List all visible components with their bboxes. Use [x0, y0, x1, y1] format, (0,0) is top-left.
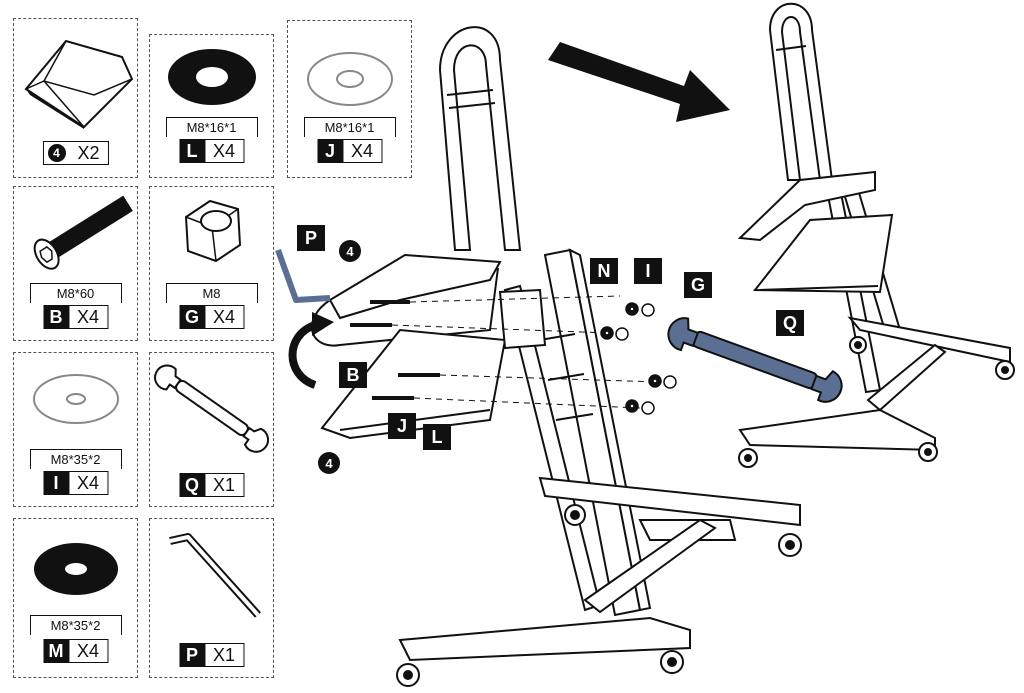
letter-G: G: [178, 305, 205, 329]
direction-arrow-icon: [548, 42, 730, 122]
letter-Q: Q: [178, 473, 205, 497]
letter-I: I: [42, 471, 69, 495]
qty-B: X4: [68, 305, 109, 329]
rotation-arrow-icon: [288, 321, 317, 389]
washer-large-icon: [33, 374, 119, 424]
letter-P: P: [178, 643, 205, 667]
letter-L: L: [178, 139, 205, 163]
callout-G: G: [684, 272, 712, 298]
qty-P: X1: [204, 643, 245, 667]
callout-Q: Q: [776, 310, 804, 336]
Q-label: Q X1: [178, 473, 245, 497]
part-box-shelf: 4 X2: [13, 18, 138, 178]
part-box-P: P X1: [149, 518, 274, 678]
qty-J: X4: [342, 139, 383, 163]
assembled-stand: [737, 2, 1011, 452]
wrench-highlight-icon: [667, 317, 843, 403]
callout-B: B: [339, 362, 367, 388]
part-box-Q: Q X1: [149, 352, 274, 507]
M-label: M X4: [42, 639, 109, 663]
callout-P: P: [297, 225, 325, 251]
hardware-washers: [600, 302, 677, 415]
spec-I: M8*35*2: [29, 449, 122, 469]
circled-number: 4: [47, 144, 66, 162]
callout-I: I: [634, 258, 662, 284]
letter-B: B: [42, 305, 69, 329]
callout-J: J: [388, 413, 416, 439]
washer-flat-icon: [307, 52, 393, 106]
part-box-J: M8*16*1 J X4: [287, 20, 412, 178]
callout-circled-4-top: 4: [339, 240, 361, 262]
spec-L: M8*16*1: [165, 117, 258, 137]
bolts: [350, 300, 440, 400]
shelf-qty: X2: [69, 141, 109, 165]
washer-black-icon: [168, 49, 256, 105]
callout-circled-4-bottom: 4: [318, 452, 340, 474]
B-label: B X4: [42, 305, 109, 329]
J-label: J X4: [316, 139, 383, 163]
main-stand: [398, 26, 801, 662]
letter-M: M: [42, 639, 69, 663]
qty-G: X4: [204, 305, 245, 329]
callout-L: L: [423, 424, 451, 450]
G-label: G X4: [178, 305, 245, 329]
spec-M: M8*35*2: [29, 615, 122, 635]
part-box-I: M8*35*2 I X4: [13, 352, 138, 507]
bolt-icon: [33, 195, 133, 270]
allen-key-icon: [275, 248, 331, 303]
exploded-shelves: [310, 253, 547, 440]
shelf-label: 4 X2: [42, 141, 109, 165]
shelf-part-icon: [24, 39, 134, 129]
part-box-B: M8*60 B X4: [13, 186, 138, 341]
nut-icon: [184, 199, 242, 263]
guide-lines: [391, 295, 661, 409]
spec-G: M8: [165, 283, 258, 303]
qty-I: X4: [68, 471, 109, 495]
spec-B: M8*60: [29, 283, 122, 303]
caster-wheels: [396, 504, 802, 687]
qty-M: X4: [68, 639, 109, 663]
letter-J: J: [316, 139, 343, 163]
I-label: I X4: [42, 471, 109, 495]
wrench-icon: [154, 364, 270, 453]
allen-key-icon: [169, 533, 261, 618]
P-label: P X1: [178, 643, 245, 667]
part-box-M: M8*35*2 M X4: [13, 518, 138, 678]
qty-L: X4: [204, 139, 245, 163]
washer-large-black-icon: [34, 543, 118, 595]
part-box-G: M8 G X4: [149, 186, 274, 341]
spec-J: M8*16*1: [303, 117, 396, 137]
assembled-wheels: [738, 336, 1015, 468]
qty-Q: X1: [204, 473, 245, 497]
part-box-L: M8*16*1 L X4: [149, 34, 274, 178]
callout-N: N: [590, 258, 618, 284]
L-label: L X4: [178, 139, 245, 163]
